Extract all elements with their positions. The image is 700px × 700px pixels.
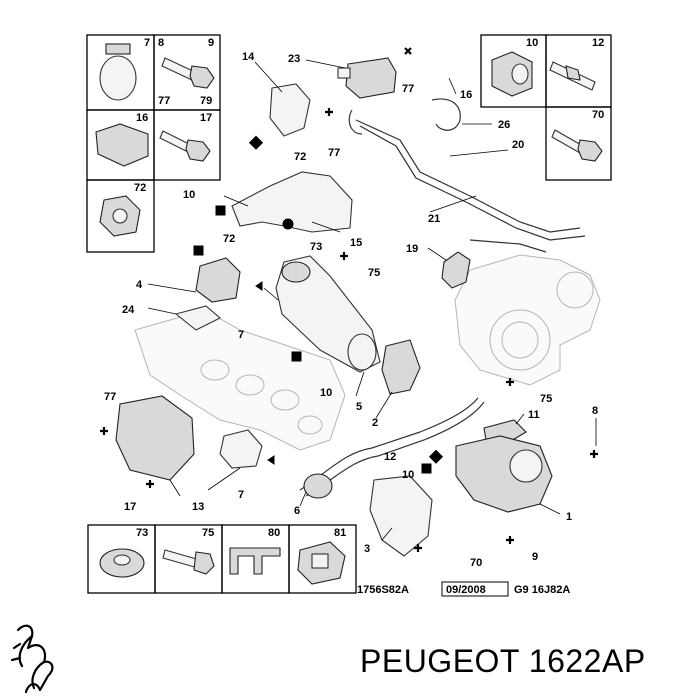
callout: 16	[460, 89, 472, 101]
cross-marker-icon	[506, 536, 514, 544]
square-marker-icon	[421, 463, 432, 474]
callout: 77	[328, 147, 340, 159]
square-marker-icon	[193, 245, 204, 256]
callout: 13	[192, 501, 204, 513]
callout: 4	[136, 279, 143, 291]
callout: 75	[368, 267, 380, 279]
reference-codes: 1756S82A 09/2008 G9 16J82A	[357, 581, 570, 597]
flex-pipe-upper	[195, 257, 241, 303]
callout: 9	[532, 551, 538, 563]
cross-marker-icon	[590, 450, 598, 458]
egr-support-bracket	[369, 475, 433, 557]
box-label: 7	[144, 37, 150, 49]
box-label: 75	[202, 527, 214, 539]
inset-box-nut	[86, 179, 155, 253]
cross-marker-icon	[325, 108, 333, 116]
box-label: 70	[592, 109, 604, 121]
cross-marker-icon	[146, 480, 154, 488]
box-label: 81	[334, 527, 346, 539]
callout: 7	[238, 489, 244, 501]
metal-pipe	[355, 119, 581, 233]
callout: 10	[320, 387, 332, 399]
leader-lines	[147, 59, 597, 541]
callout: 72	[294, 151, 306, 163]
callout-labels: 7 8 9 77 79 16 17 72 10 12 70 73 75 80 8…	[104, 37, 604, 569]
callout: 12	[384, 451, 396, 463]
gasket-2	[381, 339, 421, 395]
callout: 1	[566, 511, 572, 523]
callout: 20	[512, 139, 524, 151]
callout: 21	[428, 213, 440, 225]
callout: 23	[288, 53, 300, 65]
cross-marker-icon	[414, 544, 422, 552]
box-label: 10	[526, 37, 538, 49]
box-label: 8	[158, 37, 164, 49]
box-label: 9	[208, 37, 214, 49]
inset-box-bolt-stud	[153, 34, 221, 111]
ref-drawing-code: G9 16J82A	[514, 584, 570, 596]
callout: 26	[498, 119, 510, 131]
markers	[100, 47, 598, 552]
inset-box-sensor	[288, 524, 357, 594]
box-label: 80	[268, 527, 280, 539]
callout: 73	[310, 241, 322, 253]
inset-box-washer	[87, 524, 156, 594]
callout: 17	[124, 501, 136, 513]
peugeot-lion-logo-icon	[10, 624, 54, 694]
callout: 5	[356, 401, 362, 413]
box-label: 79	[200, 95, 212, 107]
box-label: 77	[158, 95, 170, 107]
callout: 11	[528, 409, 540, 421]
callout: 19	[406, 243, 418, 255]
brand-text: PEUGEOT 1622AP	[360, 643, 646, 679]
inset-box-bolt-right	[545, 106, 612, 181]
gasket-19	[441, 251, 471, 289]
box-label: 12	[592, 37, 604, 49]
callout: 7	[238, 329, 244, 341]
callout: 75	[540, 393, 552, 405]
callout: 10	[402, 469, 414, 481]
heat-shield	[231, 171, 353, 233]
cross-marker-icon	[100, 427, 108, 435]
callout: 77	[104, 391, 116, 403]
ref-code: 1756S82A	[357, 584, 409, 596]
callout: 14	[242, 51, 255, 63]
inset-box-nut-right	[480, 34, 547, 108]
square-marker-icon	[428, 449, 444, 464]
box-label: 72	[134, 182, 146, 194]
cross-marker-icon	[506, 378, 514, 386]
square-marker-icon	[215, 205, 226, 216]
callout: 3	[364, 543, 370, 555]
ref-date: 09/2008	[446, 584, 486, 596]
box-label: 73	[136, 527, 148, 539]
callout: 24	[122, 304, 135, 316]
egr-pipe	[299, 397, 479, 491]
callout: 2	[372, 417, 378, 429]
box-label: 16	[136, 112, 148, 124]
square-marker-icon	[291, 351, 302, 362]
callout: 72	[223, 233, 235, 245]
egr-bracket	[269, 83, 311, 137]
egr-actuator-cover	[115, 395, 195, 481]
triangle-marker-icon	[255, 281, 263, 291]
callout: 6	[294, 505, 300, 517]
dot-marker-icon	[282, 218, 294, 230]
callout: 8	[592, 405, 598, 417]
callout: 10	[183, 189, 195, 201]
triangle-marker-icon	[267, 455, 275, 465]
inset-box-bolt	[153, 109, 221, 181]
cross-marker-icon	[404, 47, 412, 55]
vacuum-solenoid	[345, 57, 397, 99]
square-marker-icon	[248, 135, 264, 150]
callout: 15	[350, 237, 362, 249]
callout: 70	[470, 557, 482, 569]
cross-marker-icon	[340, 252, 348, 260]
box-label: 17	[200, 112, 212, 124]
callout: 77	[402, 83, 414, 95]
